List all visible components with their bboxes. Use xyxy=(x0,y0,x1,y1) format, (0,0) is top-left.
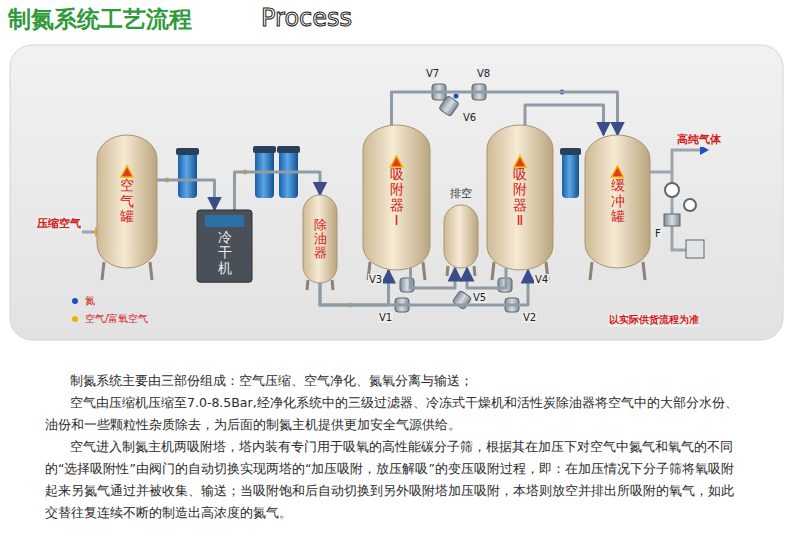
legend-entry: 氮 xyxy=(72,294,95,308)
vessel: 缓冲罐 xyxy=(585,135,650,268)
pipe-connector xyxy=(467,268,506,288)
callout-label: V4 xyxy=(534,274,549,285)
callout-label: V6 xyxy=(462,112,477,123)
title: 制氮系统工艺流程 xyxy=(8,4,192,35)
pipe-connector xyxy=(157,180,215,210)
callout-label: V3 xyxy=(368,274,383,285)
callout-label: V1 xyxy=(378,312,393,323)
description-paragraph: 空气进入制氮主机两吸附塔，塔内装有专门用于吸氧的高性能碳分子筛，根据其在加压下对… xyxy=(45,436,745,524)
callout-label: 高纯气体 xyxy=(676,132,722,147)
outlet-pipework xyxy=(650,145,709,258)
vessel: 吸附器Ⅱ xyxy=(487,125,553,270)
title-english: Process xyxy=(260,4,353,32)
callout-label: 以实际供货流程为准 xyxy=(608,314,700,327)
node-label: 除油器 xyxy=(314,218,327,261)
node-label: 排空 xyxy=(450,186,472,201)
legend-text: 氮 xyxy=(85,294,95,308)
vessel: 吸附器Ⅰ xyxy=(363,125,430,270)
dryer-unit: 冷干机 xyxy=(197,210,252,282)
callout-label: V5 xyxy=(472,292,487,303)
node-label: 空气罐 xyxy=(120,178,134,224)
tank-legs xyxy=(102,262,645,290)
vessel: 排空 xyxy=(444,205,478,268)
description-paragraph: 制氮系统主要由三部份组成：空气压缩、空气净化、氮氧分离与输送； xyxy=(45,370,745,392)
background-panel xyxy=(10,45,783,340)
pipe-connector xyxy=(411,268,456,288)
legend-entry: 空气/富氧空气 xyxy=(72,312,148,326)
flow-markers xyxy=(165,90,565,308)
description-paragraph: 空气由压缩机压缩至7.0-8.5Bar,经净化系统中的三级过滤器、冷冻式干燥机和… xyxy=(45,392,745,436)
vessel: 除油器 xyxy=(303,195,337,283)
legend-swatch xyxy=(72,298,78,304)
tank-shape xyxy=(444,205,478,268)
node-label: 吸附器Ⅰ xyxy=(390,167,404,229)
callout-label: V7 xyxy=(425,68,440,79)
node-label: 冷干机 xyxy=(218,230,232,276)
node-label: 缓冲罐 xyxy=(611,178,625,224)
legend-text: 空气/富氧空气 xyxy=(85,312,148,326)
legend-swatch xyxy=(72,316,78,322)
vessel: 空气罐 xyxy=(97,135,157,268)
callout-label: V8 xyxy=(476,68,491,79)
inlet-pipe xyxy=(82,231,95,234)
callout-label: V2 xyxy=(522,312,537,323)
callout-label: F xyxy=(654,228,662,239)
callout-label: 压缩空气 xyxy=(36,216,82,231)
node-label: 吸附器Ⅱ xyxy=(513,167,527,229)
